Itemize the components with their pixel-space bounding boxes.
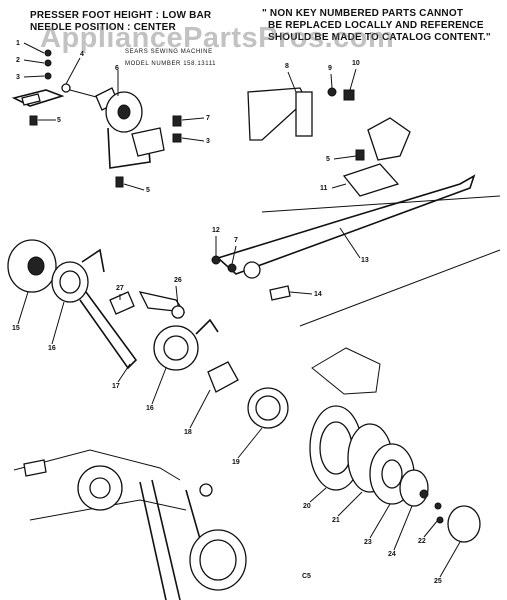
footer-code: C5 — [302, 573, 311, 580]
callout-23: 23 — [364, 539, 372, 546]
callout-labels: 1 2 3 4 5 5 6 7 3 8 9 10 5 11 12 7 13 14… — [12, 40, 442, 585]
callout-3: 3 — [16, 74, 20, 81]
callout-10: 10 — [352, 60, 360, 67]
callout-4: 4 — [80, 51, 84, 58]
callout-13: 13 — [361, 257, 369, 264]
lever-assembly — [211, 87, 501, 327]
callout-17: 17 — [112, 383, 120, 390]
needle-position-text: NEEDLE POSITION : CENTER — [30, 22, 176, 33]
note-line-3: SHOULD BE MADE TO CATALOG CONTENT." — [268, 32, 491, 43]
callout-21: 21 — [332, 517, 340, 524]
presser-foot-assembly — [11, 49, 182, 188]
watermark: AppliancePartsPros.com — [40, 22, 395, 54]
callout-18: 18 — [184, 429, 192, 436]
assembled-view — [13, 449, 247, 600]
callout-27: 27 — [116, 285, 124, 292]
callout-25: 25 — [434, 578, 442, 585]
callout-15: 15 — [12, 325, 20, 332]
callout-22: 22 — [418, 538, 426, 545]
callout-1: 1 — [16, 40, 20, 47]
note-line-2: BE REPLACED LOCALLY AND REFERENCE — [268, 20, 484, 31]
callout-5b: 5 — [146, 187, 150, 194]
machine-name-text: SEARS SEWING MACHINE — [125, 49, 213, 55]
callout-7b: 7 — [234, 237, 238, 244]
winder-assembly — [7, 239, 289, 429]
callout-26: 26 — [174, 277, 182, 284]
callout-16b: 16 — [146, 405, 154, 412]
callout-16a: 16 — [48, 345, 56, 352]
model-number-text: MODEL NUMBER 158.13111 — [125, 61, 217, 67]
callout-12: 12 — [212, 227, 220, 234]
callout-2: 2 — [16, 57, 20, 64]
callout-5c: 5 — [326, 156, 330, 163]
callout-20: 20 — [303, 503, 311, 510]
callout-9: 9 — [328, 65, 332, 72]
callout-19: 19 — [232, 459, 240, 466]
callout-5a: 5 — [57, 117, 61, 124]
callout-11: 11 — [320, 185, 328, 192]
callout-8: 8 — [285, 63, 289, 70]
presser-foot-height-text: PRESSER FOOT HEIGHT : LOW BAR — [30, 10, 212, 21]
leader-lines — [17, 42, 461, 578]
callout-24: 24 — [388, 551, 396, 558]
callout-14: 14 — [314, 291, 322, 298]
callout-6: 6 — [115, 65, 119, 72]
callout-7a: 7 — [206, 115, 210, 122]
handwheel-assembly — [309, 347, 481, 543]
note-line-1: " NON KEY NUMBERED PARTS CANNOT — [262, 8, 464, 19]
callout-3b: 3 — [206, 138, 210, 145]
